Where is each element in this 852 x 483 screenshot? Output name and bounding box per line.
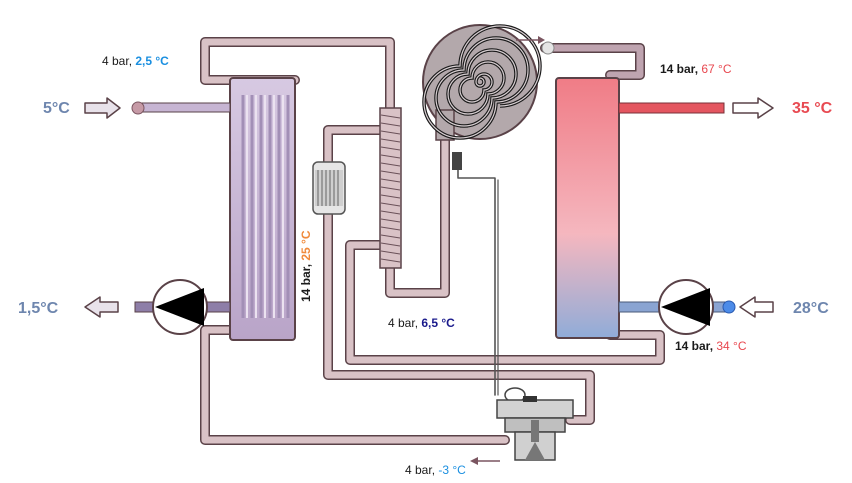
flow-arrows (84, 97, 774, 318)
evaporator-out-temp: 2,5 °C (135, 54, 169, 68)
sensor-dot-sink-in (722, 300, 736, 314)
label-evaporator-out: 4 bar, 2,5 °C (102, 54, 169, 68)
label-sink-in: 28°C (793, 300, 829, 317)
suction-hx-temp: 6,5 °C (421, 316, 455, 330)
refrigerant-piping (200, 37, 665, 445)
pipe-compressor-to-condenser (540, 43, 645, 80)
suction-hx-pressure: 4 bar, (388, 316, 421, 330)
arrow-source-in (84, 97, 121, 119)
label-suction-hx: 4 bar, 6,5 °C (388, 316, 455, 330)
scroll-compressor (422, 24, 555, 170)
label-sink-out: 35 °C (792, 100, 833, 117)
expansion-valve (496, 387, 574, 461)
compressor-out-temp: 67 °C (701, 62, 731, 76)
liquid-line-pressure: 14 bar, (299, 261, 313, 302)
heating-pump (658, 279, 714, 335)
evaporator (229, 77, 296, 341)
condenser-out-temp: 34 °C (716, 339, 746, 353)
label-compressor-out: 14 bar, 67 °C (660, 62, 732, 76)
internal-heat-exchanger (379, 107, 402, 269)
liquid-line-temp: 25 °C (299, 230, 313, 260)
valve-out-pressure: 4 bar, (405, 463, 438, 477)
capillary-line (457, 167, 496, 396)
arrow-sink-out (732, 97, 774, 119)
label-condenser-out: 14 bar, 34 °C (675, 339, 747, 353)
discharge-port (541, 41, 555, 55)
label-valve-out: 4 bar, -3 °C (405, 463, 466, 477)
label-source-in: 5°C (43, 100, 70, 117)
valve-out-temp: -3 °C (438, 463, 466, 477)
label-liquid-line: 14 bar, 25 °C (299, 230, 313, 302)
evaporator-brine-pipes (131, 101, 231, 313)
arrow-sink-in (739, 296, 774, 318)
arrow-source-out (84, 296, 119, 318)
label-source-out: 1,5°C (18, 300, 59, 317)
condenser (555, 77, 620, 339)
filter-drier (312, 161, 346, 215)
condenser-out-pressure: 14 bar, (675, 339, 716, 353)
evaporator-out-pressure: 4 bar, (102, 54, 135, 68)
compressor-out-pressure: 14 bar, (660, 62, 701, 76)
sensor-dot-source-in (131, 101, 145, 115)
arrow-valve-out (470, 457, 500, 465)
brine-pump (152, 279, 208, 335)
